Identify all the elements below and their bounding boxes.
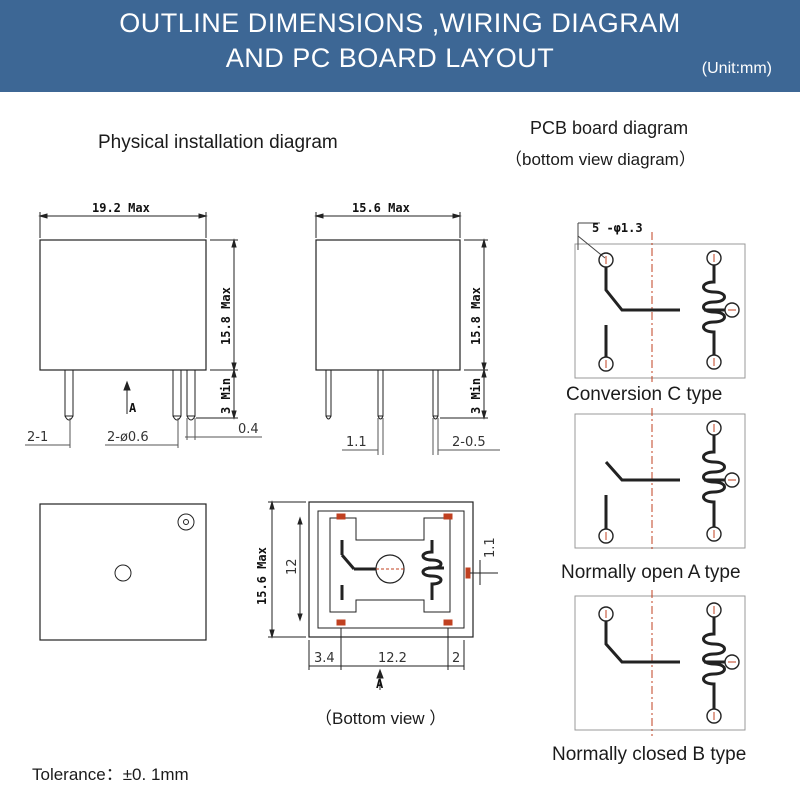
side-body — [315, 239, 461, 371]
physical-diagram-title: Physical installation diagram — [98, 132, 338, 153]
front-body — [39, 239, 207, 371]
front-arrow-label: A — [129, 401, 137, 415]
pcb-hole-spec: 5 -φ1.3 — [592, 221, 643, 235]
unit-label: (Unit:mm) — [701, 60, 772, 77]
pcb-normally-open-a — [574, 408, 746, 552]
front-pin-left — [64, 369, 74, 417]
bottom-dim-34: 3.4 — [314, 651, 335, 666]
front-width-dim: 19.2 Max — [92, 201, 150, 215]
front-pin-mid — [172, 369, 182, 417]
front-view — [25, 212, 262, 448]
front-pin-length-dim: 3 Min — [219, 378, 233, 414]
front-pin-right — [186, 369, 196, 417]
side-width-dim: 15.6 Max — [352, 201, 410, 215]
pcb-type-label-b: Normally closed B type — [552, 744, 747, 765]
bottom-dim-2: 2 — [452, 651, 460, 666]
title-line-2: AND PC BOARD LAYOUT — [225, 43, 555, 73]
bottom-view — [268, 500, 498, 690]
bottom-height-dim: 15.6 Max — [255, 547, 269, 605]
bottom-dim-11: 1.1 — [483, 537, 498, 558]
bottom-dim-122: 12.2 — [378, 651, 407, 666]
side-view — [314, 212, 500, 455]
bottom-view-caption: （Bottom view ） — [315, 709, 447, 728]
pcb-conversion-c — [574, 222, 746, 382]
tolerance-note: Tolerance：±0. 1mm — [32, 765, 189, 784]
front-pin-count-dim: 2-1 — [27, 430, 48, 445]
title-line-1: OUTLINE DIMENSIONS ,WIRING DIAGRAM — [119, 8, 681, 38]
top-view — [39, 503, 207, 641]
pcb-diagram-subtitle: （bottom view diagram） — [505, 150, 696, 169]
pcb-c-border — [574, 243, 746, 379]
pcb-normally-closed-b — [574, 590, 746, 736]
front-height-dim: 15.8 Max — [219, 287, 233, 345]
side-dim-a: 1.1 — [346, 435, 367, 450]
top-center-hole — [114, 564, 132, 582]
top-body — [39, 503, 207, 641]
pcb-diagram-title: PCB board diagram — [530, 118, 689, 138]
side-dim-b: 2-0.5 — [452, 435, 486, 450]
side-pin-length-dim: 3 Min — [469, 378, 483, 414]
bottom-body — [308, 501, 474, 638]
bottom-arrow-label: A — [376, 677, 384, 691]
side-height-dim: 15.8 Max — [469, 287, 483, 345]
pcb-type-label-a: Normally open A type — [561, 562, 741, 583]
front-pin-dia-dim: 2-ø0.6 — [107, 430, 149, 445]
pcb-type-label-c: Conversion C type — [566, 384, 723, 405]
front-pin-thick-dim: 0.4 — [238, 422, 259, 437]
header-banner: OUTLINE DIMENSIONS ,WIRING DIAGRAM AND P… — [0, 0, 800, 92]
bottom-dim-12: 12 — [285, 558, 300, 575]
